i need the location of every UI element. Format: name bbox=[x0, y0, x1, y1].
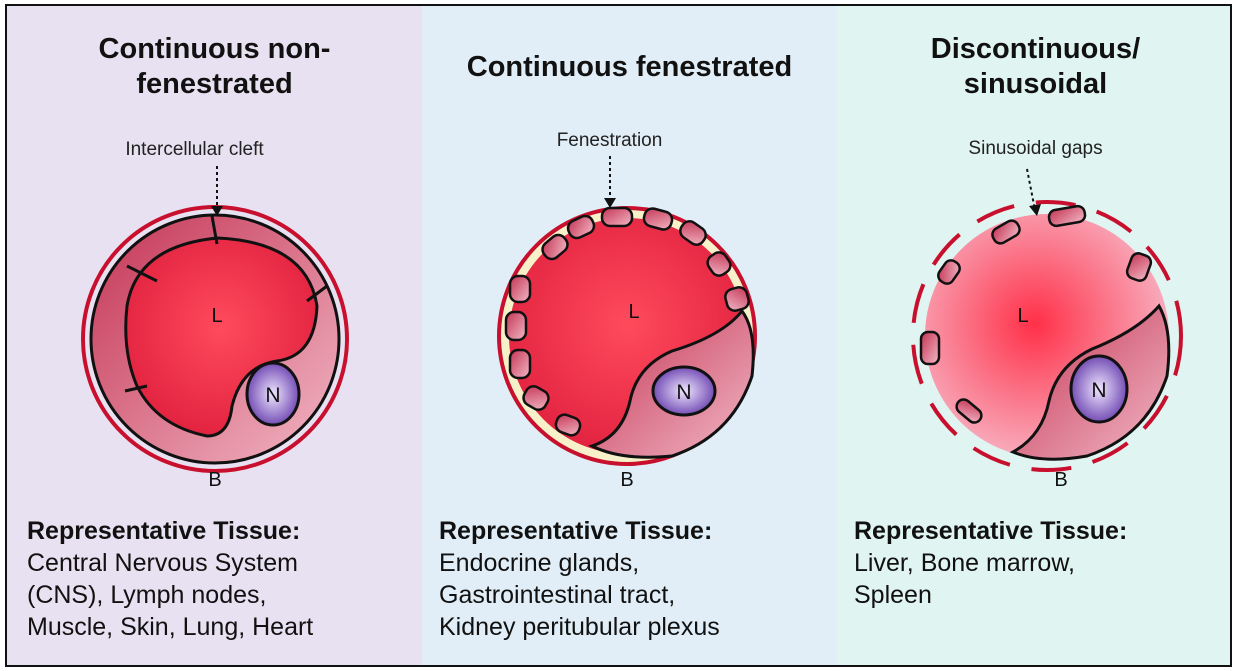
representative-tissue: Representative Tissue: Liver, Bone marro… bbox=[854, 515, 1127, 611]
tissue-heading: Representative Tissue: bbox=[439, 515, 720, 547]
lumen-label: L bbox=[628, 301, 639, 323]
callout-arrow bbox=[1027, 169, 1035, 210]
capillary-diagram: L N B bbox=[837, 6, 1232, 506]
lumen-label: L bbox=[211, 305, 222, 327]
tissue-list: Endocrine glands, Gastrointestinal tract… bbox=[439, 547, 720, 643]
representative-tissue: Representative Tissue: Central Nervous S… bbox=[27, 515, 313, 643]
tissue-heading: Representative Tissue: bbox=[27, 515, 313, 547]
capillary-diagram: L N B bbox=[7, 6, 422, 506]
panel-discontinuous-sinusoidal: Discontinuous/ sinusoidal Sinusoidal gap… bbox=[837, 6, 1232, 665]
basement-label: B bbox=[208, 469, 221, 491]
representative-tissue: Representative Tissue: Endocrine glands,… bbox=[439, 515, 720, 643]
figure-frame: Continuous non-fenestrated Intercellular… bbox=[5, 4, 1232, 667]
panel-continuous-fenestrated: Continuous fenestrated Fenestration bbox=[422, 6, 837, 665]
panel-continuous-non-fenestrated: Continuous non-fenestrated Intercellular… bbox=[7, 6, 422, 665]
basement-label: B bbox=[620, 469, 633, 491]
nucleus-label: N bbox=[676, 381, 691, 404]
tissue-heading: Representative Tissue: bbox=[854, 515, 1127, 547]
tissue-list: Liver, Bone marrow, Spleen bbox=[854, 547, 1127, 611]
nucleus-label: N bbox=[265, 384, 280, 407]
nucleus-label: N bbox=[1091, 379, 1106, 402]
basement-label: B bbox=[1054, 469, 1067, 491]
tissue-list: Central Nervous System (CNS), Lymph node… bbox=[27, 547, 313, 643]
lumen-label: L bbox=[1017, 305, 1028, 327]
capillary-diagram: L N B bbox=[422, 6, 837, 506]
